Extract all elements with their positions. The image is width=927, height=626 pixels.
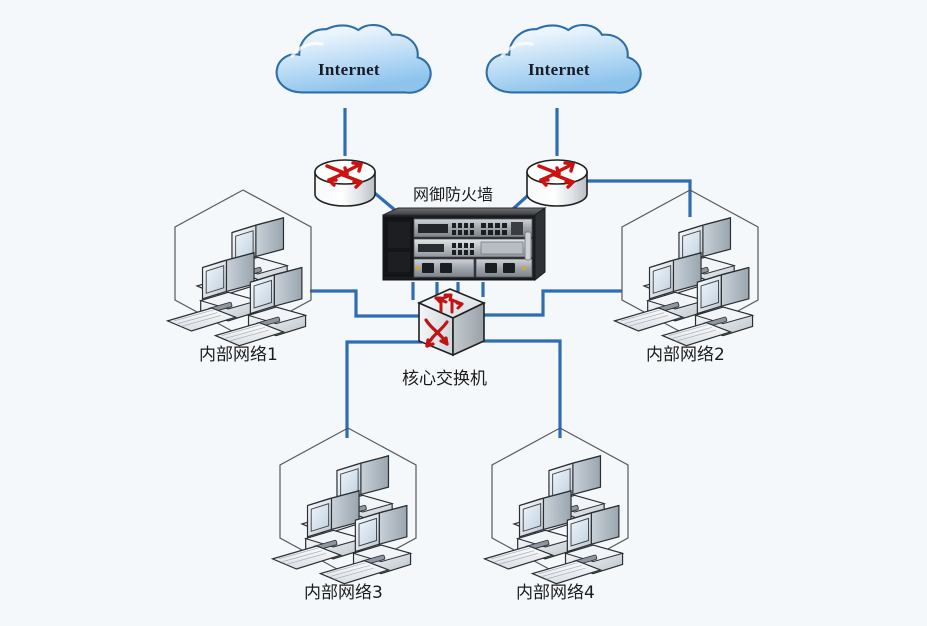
network-group-2[interactable]	[615, 189, 759, 346]
link-switch-net-2	[484, 289, 622, 317]
network-label-3: 内部网络3	[304, 583, 383, 603]
link-switch-net-3	[345, 340, 422, 438]
network-group-3[interactable]	[273, 427, 417, 584]
cloud-label-left: Internet	[318, 60, 380, 79]
core-switch[interactable]	[417, 288, 486, 357]
link-switch-net-4	[481, 339, 562, 438]
cloud-label-right: Internet	[528, 60, 590, 79]
network-label-2: 内部网络2	[646, 345, 725, 365]
network-label-4: 内部网络4	[516, 583, 595, 603]
cloud-internet-left[interactable]	[275, 23, 432, 94]
network-group-1[interactable]	[168, 189, 312, 346]
core-switch-label: 核心交换机	[402, 369, 487, 389]
link-router-right-net-2	[585, 179, 692, 217]
firewall-appliance[interactable]	[382, 207, 547, 282]
network-group-4[interactable]	[485, 427, 629, 584]
cloud-internet-right[interactable]	[485, 23, 642, 94]
firewall-label: 网御防火墙	[413, 185, 494, 204]
link-switch-net-1	[310, 289, 419, 318]
network-label-1: 内部网络1	[199, 345, 278, 365]
